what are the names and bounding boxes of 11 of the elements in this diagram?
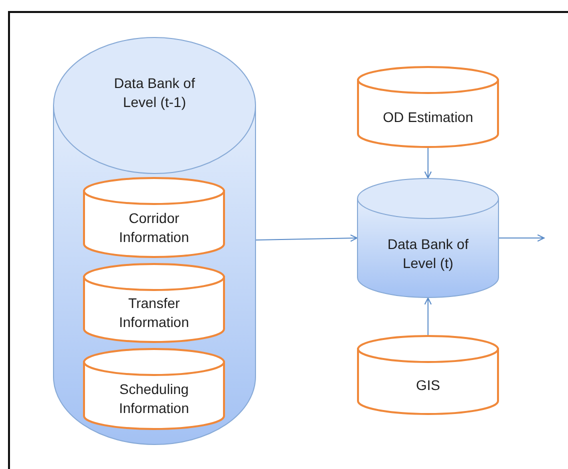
cylinder-label: Corridor Information: [118, 208, 190, 247]
cylinder-label: Data Bank of Level (t-1): [113, 74, 196, 112]
arrow: [256, 234, 358, 242]
arrow: [424, 297, 432, 336]
cylinder-label: Scheduling Information: [118, 380, 190, 418]
cylinder-label: GIS: [416, 376, 440, 395]
cylinder-label: OD Estimation: [382, 108, 474, 127]
cylinder-label: Transfer Information: [118, 294, 190, 332]
arrow: [498, 234, 545, 242]
cylinder-label: Data Bank of Level (t): [386, 235, 470, 273]
arrow: [424, 148, 432, 179]
